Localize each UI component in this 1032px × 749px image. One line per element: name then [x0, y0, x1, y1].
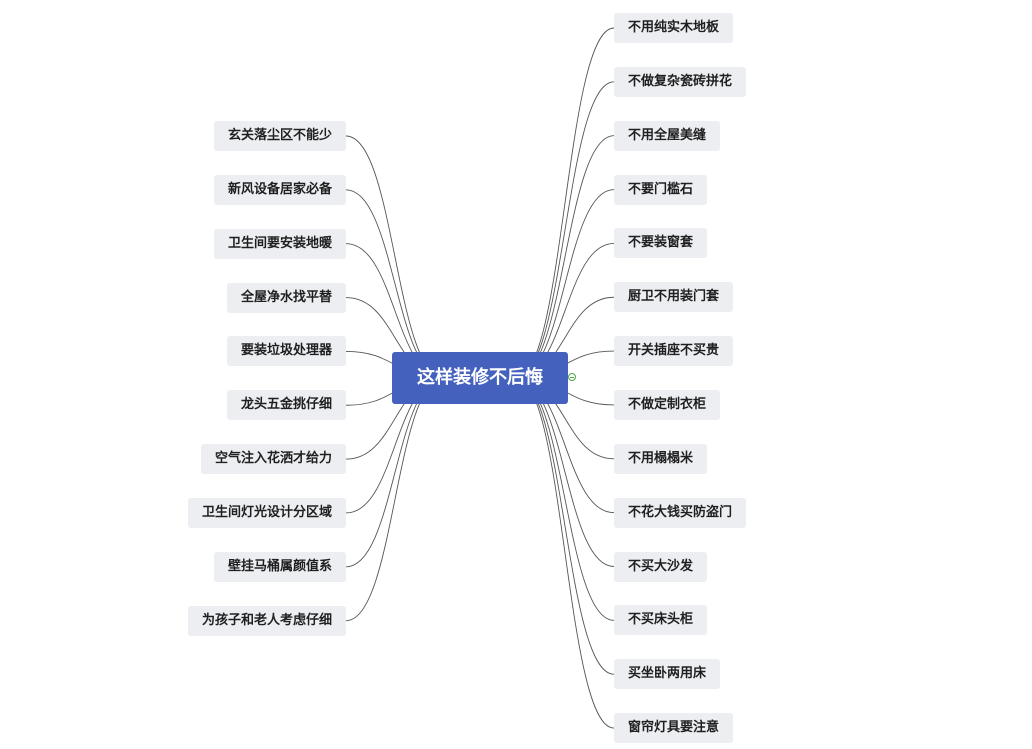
left-topic-node[interactable]: 要装垃圾处理器 — [226, 336, 346, 367]
left-topic-node[interactable]: 壁挂马桶属颜值系 — [213, 551, 346, 582]
right-connector-line — [515, 377, 615, 621]
left-connector-line — [345, 377, 445, 622]
left-connector-line — [345, 135, 445, 379]
right-topic-node[interactable]: 不用榻榻米 — [614, 443, 708, 474]
left-connector-line — [345, 377, 445, 568]
right-topic-node[interactable]: 不花大钱买防盗门 — [614, 497, 747, 528]
left-topic-node[interactable]: 新风设备居家必备 — [213, 174, 346, 205]
right-topic-node[interactable]: 厨卫不用装门套 — [614, 282, 734, 313]
right-topic-node[interactable]: 不用纯实木地板 — [614, 13, 734, 43]
central-topic[interactable]: 这样装修不后悔 — [392, 352, 568, 404]
left-topic-node[interactable]: 玄关落尘区不能少 — [213, 121, 346, 151]
left-topic-node[interactable]: 龙头五金挑仔细 — [226, 390, 346, 421]
left-connector-line — [345, 189, 445, 379]
right-topic-node[interactable]: 不做复杂瓷砖拼花 — [614, 66, 747, 97]
right-connector-line — [515, 135, 615, 379]
left-topic-node[interactable]: 为孩子和老人考虑仔细 — [187, 605, 346, 636]
left-topic-node[interactable]: 全屋净水找平替 — [226, 282, 346, 313]
right-connector-line — [515, 81, 615, 379]
right-topic-node[interactable]: 买坐卧两用床 — [614, 659, 721, 690]
right-topic-node[interactable]: 窗帘灯具要注意 — [614, 713, 734, 744]
right-topic-node[interactable]: 不做定制衣柜 — [614, 389, 721, 420]
right-topic-node[interactable]: 不要门槛石 — [614, 174, 708, 205]
right-connector-line — [515, 27, 615, 379]
right-topic-node[interactable]: 不用全屋美缝 — [614, 120, 721, 151]
right-connector-line — [515, 189, 615, 379]
right-topic-node[interactable]: 不买大沙发 — [614, 551, 708, 582]
right-connector-line — [515, 377, 615, 567]
right-connector-line — [515, 377, 615, 729]
right-topic-node[interactable]: 开关插座不买贵 — [614, 336, 734, 367]
left-topic-node[interactable]: 卫生间灯光设计分区域 — [187, 497, 346, 528]
collapse-toggle-icon[interactable] — [568, 373, 576, 381]
right-topic-node[interactable]: 不要装窗套 — [614, 228, 708, 259]
right-connector-line — [515, 377, 615, 675]
right-topic-node[interactable]: 不买床头柜 — [614, 605, 708, 636]
left-topic-node[interactable]: 空气注入花洒才给力 — [200, 444, 346, 475]
left-topic-node[interactable]: 卫生间要安装地暖 — [213, 228, 346, 259]
